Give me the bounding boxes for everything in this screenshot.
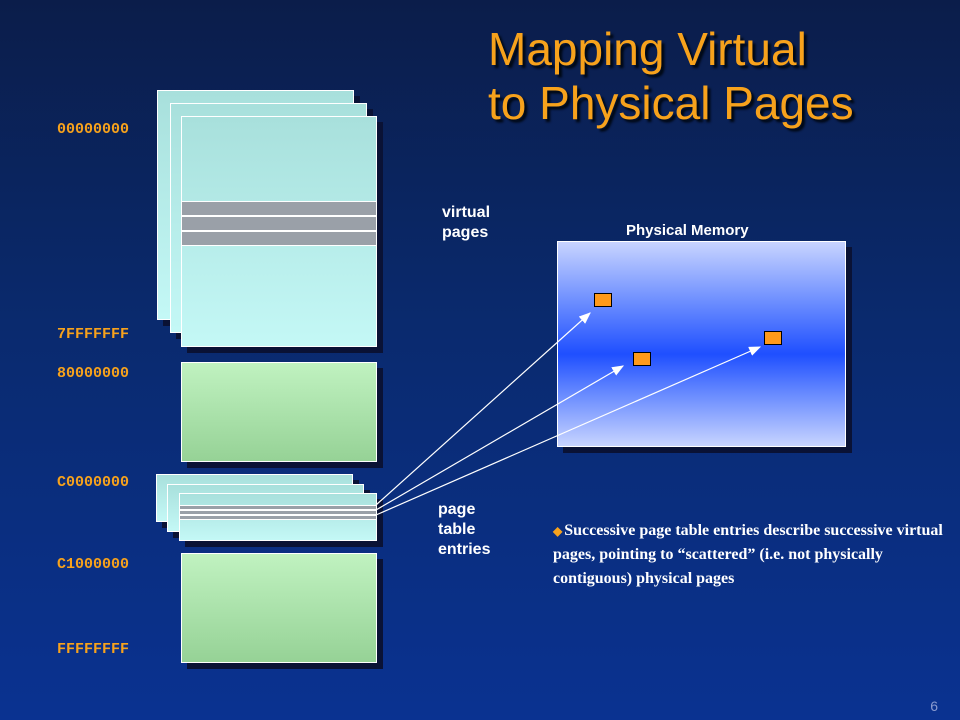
address-label: FFFFFFFF [57, 641, 130, 658]
system-space-region [181, 362, 377, 462]
page-stripe [182, 216, 376, 231]
user-space-page-front [181, 116, 377, 347]
physical-page [764, 331, 782, 345]
address-label: C1000000 [57, 556, 130, 573]
physical-page [594, 293, 612, 307]
diamond-bullet-icon: ◆ [553, 524, 563, 538]
title-line-1: Mapping Virtual [488, 23, 807, 75]
page-table-entry [180, 505, 376, 510]
address-label: 7FFFFFFF [57, 326, 130, 343]
address-label: C0000000 [57, 474, 130, 491]
address-label: 80000000 [57, 365, 130, 382]
title-line-2: to Physical Pages [488, 77, 854, 129]
physical-page [633, 352, 651, 366]
physical-memory-label: Physical Memory [626, 222, 749, 239]
physical-memory-box [557, 241, 846, 447]
virtual-pages-label: virtual pages [442, 204, 491, 241]
mapping-arrow [375, 346, 762, 516]
page-stripe [182, 231, 376, 246]
system-space-region-lower [181, 553, 377, 663]
address-label: 00000000 [57, 121, 130, 138]
slide-title: Mapping Virtual to Physical Pages [488, 22, 854, 130]
page-number: 6 [930, 698, 938, 714]
mapping-arrow [375, 312, 591, 506]
mapping-arrow [375, 365, 625, 511]
bullet-point: ◆Successive page table entries describe … [553, 519, 943, 591]
page-stripe [182, 201, 376, 216]
bullet-text: Successive page table entries describe s… [553, 522, 943, 587]
page-table-page-front [179, 493, 377, 541]
page-table-entries-label: page table entries [438, 501, 491, 558]
page-table-entry [180, 515, 376, 520]
page-table-entry [180, 510, 376, 515]
